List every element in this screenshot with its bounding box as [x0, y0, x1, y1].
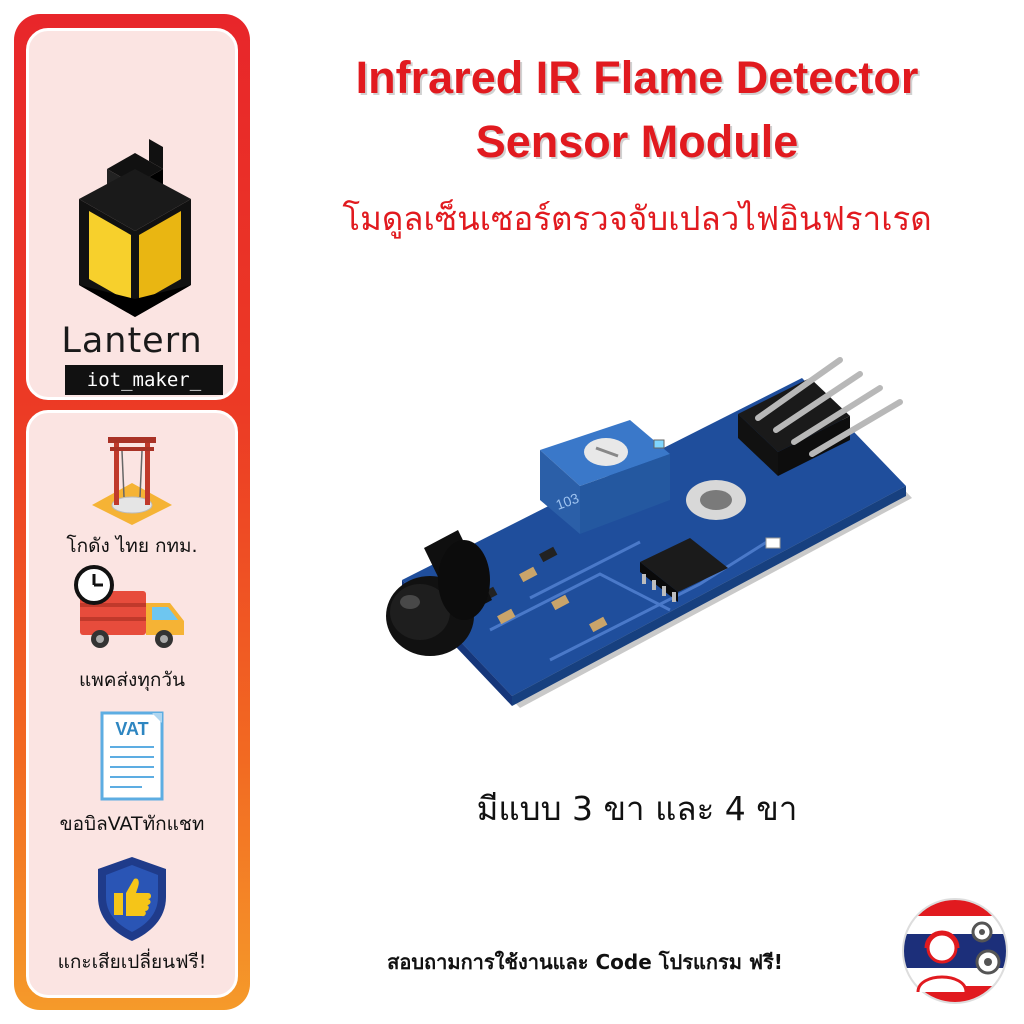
brand-logo-card: Lantern iot_maker_ — [26, 28, 238, 400]
feature-vat-invoice: VAT ขอบิลVATทักแชท — [29, 709, 235, 839]
lantern-logo-icon — [79, 139, 191, 317]
delivery-truck-clock-icon — [74, 565, 184, 648]
free-support-text: สอบถามการใช้งานและ Code โปรแกรม ฟรี! — [387, 950, 783, 974]
shield-thumbs-up-icon — [98, 857, 166, 941]
product-subtitle-thai: โมดูลเซ็นเซอร์ตรวจจับเปลวไฟอินฟราเรด — [342, 199, 932, 238]
variant-note: มีแบบ 3 ขา และ 4 ขา — [476, 789, 798, 828]
feature-label: แกะเสียเปลี่ยนฟรี! — [57, 951, 207, 973]
product-title-line2: Sensor Module — [475, 116, 799, 167]
brand-tagline: iot_maker_ — [65, 365, 223, 395]
feature-daily-shipping: แพคส่งทุกวัน — [29, 563, 235, 695]
brand-name: Lantern — [61, 321, 203, 361]
feature-warehouse: โกดัง ไทย กทม. — [29, 427, 235, 561]
vat-invoice-icon: VAT — [100, 711, 164, 801]
swing-landmark-icon — [92, 437, 172, 525]
features-card: โกดัง ไทย กทม. แพคส่งทุกวัน — [26, 410, 238, 998]
vat-icon-text: VAT — [115, 719, 148, 739]
feature-label: แพคส่งทุกวัน — [78, 669, 186, 691]
product-title-line1: Infrared IR Flame Detector — [355, 52, 919, 103]
pot-marking: 103 — [554, 490, 582, 513]
feature-warranty: แกะเสียเปลี่ยนฟรี! — [29, 853, 235, 977]
feature-label: ขอบิลVATทักแชท — [59, 813, 205, 835]
feature-label: โกดัง ไทย กทม. — [66, 535, 198, 557]
flame-sensor-module-image: 103 — [386, 357, 912, 708]
thai-flag-support-agent-icon — [902, 898, 1008, 1004]
sidebar: Lantern iot_maker_ โกดัง ไทย กทม. — [14, 14, 250, 1010]
